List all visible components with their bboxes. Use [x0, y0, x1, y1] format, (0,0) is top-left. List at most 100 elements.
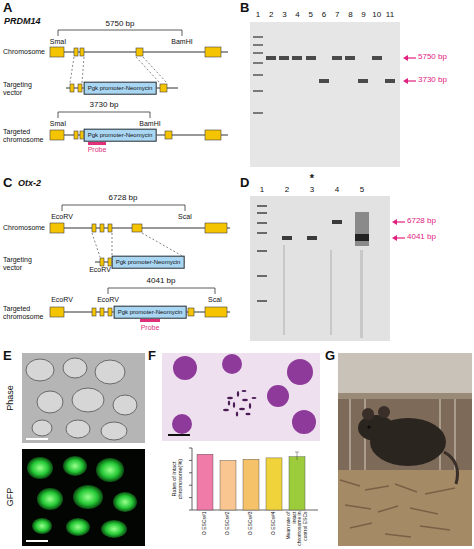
karyotype-image	[162, 353, 320, 441]
gfp-image	[113, 492, 137, 512]
gfp-image	[22, 449, 145, 546]
cassette-text: Pgk promoter-Neomycin	[118, 309, 183, 316]
homology-dash	[70, 57, 184, 257]
southern-blot-d	[257, 212, 267, 214]
southern-blot-b	[253, 74, 263, 76]
southern-blot-d	[330, 250, 332, 335]
bar-label: Mean rate of intact chromosome in contro…	[286, 512, 308, 547]
exon-box	[80, 48, 84, 56]
restriction-site: EcoRV	[97, 296, 119, 304]
karyotype-image	[292, 410, 316, 434]
southern-blot-b	[266, 56, 382, 60]
bar-label: O ESCs#4	[271, 512, 277, 547]
exon-box	[70, 84, 74, 92]
gfp-image	[26, 540, 48, 542]
cassette-box: Pgk promoter-Neomycin	[84, 82, 157, 95]
exon-box	[188, 308, 194, 316]
gfp-image	[37, 488, 63, 510]
restriction-site: SmaI	[50, 38, 66, 46]
phase-image	[26, 358, 137, 440]
homology-dash	[143, 57, 167, 83]
probe-label: Probe	[88, 146, 107, 154]
exon-box	[205, 130, 221, 140]
southern-blot-d	[332, 220, 342, 224]
bar-label: O ESCs#3	[248, 512, 254, 547]
band-arrow	[396, 237, 405, 238]
size-label: 6728 bp	[109, 194, 138, 203]
restriction-site: EcoRV	[51, 213, 73, 221]
exon-box	[100, 224, 104, 232]
southern-blot-d	[257, 300, 267, 302]
band-arrow	[396, 221, 405, 222]
mouse-photo	[358, 415, 394, 441]
map-bracket	[58, 112, 150, 118]
exon-box	[165, 131, 172, 139]
southern-blot-b	[253, 44, 263, 46]
karyotype-image	[237, 391, 239, 397]
chart-bar	[266, 458, 282, 510]
southern-blot-d	[257, 205, 267, 207]
karyotype-image	[242, 390, 247, 392]
gfp-image	[96, 458, 124, 482]
probe-bar	[88, 142, 160, 322]
phase-image	[63, 358, 87, 378]
phase-image	[37, 391, 63, 413]
bar-chart	[192, 448, 318, 510]
karyotype-image	[287, 359, 313, 385]
band-size: 5750 bp	[418, 53, 447, 62]
bar-chart	[189, 448, 192, 510]
panel-letter: C	[3, 176, 12, 190]
phase-image	[95, 360, 125, 384]
lane-number: 6	[322, 11, 326, 20]
southern-blot-d	[282, 220, 342, 240]
lane-number: 5	[309, 11, 313, 20]
gfp-image	[66, 518, 90, 536]
band-arrow	[403, 55, 408, 61]
exon-box	[78, 84, 82, 92]
chart-bar	[197, 452, 305, 510]
map-bracket	[58, 30, 182, 36]
row-label: Targeted chromosome	[3, 305, 47, 320]
southern-blot-d	[257, 222, 267, 224]
band-arrow	[392, 235, 397, 241]
band-size: 6728 bp	[407, 217, 436, 226]
southern-blot-d	[257, 205, 267, 302]
image-caption: Phase	[6, 385, 16, 411]
mouse-photo	[338, 353, 472, 393]
karyotype-image	[242, 399, 248, 401]
phase-image	[26, 359, 54, 381]
cassette-box: Pgk promoter-Neomycin	[114, 306, 187, 319]
map-bracket	[58, 30, 215, 294]
row-label: Targeting vector	[3, 81, 47, 96]
mouse-photo	[444, 452, 458, 484]
southern-blot-d	[257, 232, 267, 234]
karyotype-image	[239, 408, 245, 410]
karyotype-image	[223, 409, 229, 411]
row-label: Targeted chromosome	[3, 128, 47, 143]
exon-box	[205, 223, 227, 233]
southern-blot-d	[355, 212, 369, 246]
exon-box	[74, 48, 78, 56]
southern-blot-d	[355, 234, 369, 241]
exon-box	[108, 224, 112, 232]
phase-image	[66, 420, 90, 438]
southern-blot-b	[385, 79, 395, 83]
mouse-photo	[350, 399, 455, 470]
lane-number: 8	[348, 11, 352, 20]
map-bracket	[108, 288, 215, 294]
size-label: 3730 bp	[90, 101, 119, 110]
karyotype-image	[236, 411, 238, 416]
exon-box	[108, 308, 112, 316]
exon-box	[205, 47, 221, 57]
southern-blot-d	[283, 245, 363, 338]
karyotype-image	[223, 390, 257, 417]
karyotype-image	[222, 354, 242, 374]
exon-box	[205, 307, 227, 317]
restriction-site: BamHI	[171, 38, 192, 46]
size-label: 5750 bp	[106, 20, 135, 29]
southern-blot-d	[257, 275, 267, 277]
chart-bar	[289, 457, 305, 510]
phase-image	[22, 353, 145, 443]
southern-blot-b	[253, 90, 263, 92]
